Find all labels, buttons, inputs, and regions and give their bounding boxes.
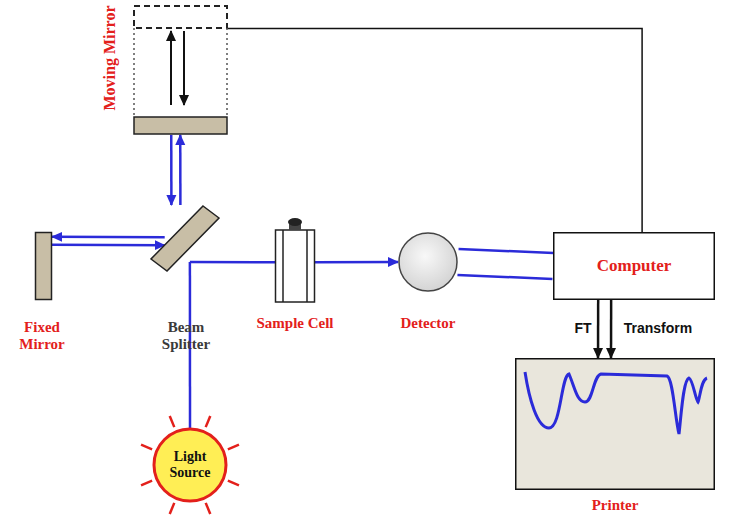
part-label: Printer [592, 497, 639, 514]
detector-outline [398, 232, 458, 292]
light-source: Light Source [153, 428, 227, 502]
computer-box: Computer [553, 232, 715, 300]
part-label: Beam Splitter [151, 319, 221, 354]
fixed-mirror: Fixed Mirror [35, 232, 52, 300]
connector [171, 135, 180, 205]
edge-label: Transform [622, 320, 694, 336]
beam-splitter-outline [150, 205, 220, 272]
part-label: Moving Mirror [101, 5, 119, 110]
connector [52, 237, 165, 245]
sample-cell-outline [275, 218, 315, 303]
edge-label: FT [572, 320, 593, 336]
detector: Detector [398, 232, 458, 292]
part-label: Fixed Mirror [7, 319, 77, 354]
part-label: Detector [401, 315, 456, 332]
beam-splitter: Beam Splitter [150, 205, 220, 272]
printer-box-outline [515, 358, 715, 490]
connector [315, 262, 398, 263]
moving-mirror-outline [133, 5, 228, 135]
printer-box: Printer [515, 358, 715, 490]
fixed-mirror-outline [35, 232, 52, 300]
node-text: Computer [597, 256, 672, 276]
part-label: Sample Cell [256, 315, 333, 332]
moving-mirror: Moving Mirror [133, 5, 228, 135]
connector [457, 249, 553, 279]
node-text: Light Source [159, 449, 221, 481]
connector [190, 261, 275, 262]
connector [228, 28, 642, 232]
sample-cell: Sample Cell [275, 218, 315, 303]
